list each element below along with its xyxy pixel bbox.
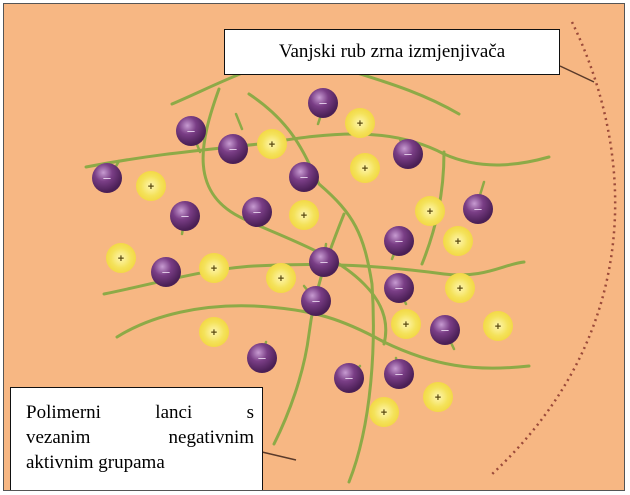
svg-text:+: + (357, 118, 363, 130)
svg-text:+: + (211, 263, 217, 275)
negative-bead: – (308, 88, 338, 118)
svg-text:–: – (441, 322, 449, 337)
negative-bead: – (218, 134, 248, 164)
svg-text:–: – (253, 204, 261, 219)
svg-text:–: – (395, 366, 403, 381)
negative-bead: – (384, 273, 414, 303)
polymer-label-line-3: aktivnim grupama (26, 450, 254, 475)
svg-text:–: – (474, 201, 482, 216)
diagram-frame: – – – – – – – – – – – – – – – – – – + + … (3, 3, 625, 491)
polymer-label-line-1: Polimerni lanci s (26, 400, 254, 425)
svg-text:+: + (403, 319, 409, 331)
svg-text:–: – (404, 146, 412, 161)
positive-bead: + (266, 263, 296, 293)
negative-bead: – (92, 163, 122, 193)
outer-edge-label: Vanjski rub zrna izmjenjivača (279, 41, 505, 62)
svg-text:–: – (258, 350, 266, 365)
positive-bead: + (369, 397, 399, 427)
negative-bead: – (170, 201, 200, 231)
polymer-chain-label-box: Polimerni lanci s vezanim negativnim akt… (10, 387, 263, 491)
positive-bead: + (350, 153, 380, 183)
polymer-label-word: vezanim (26, 425, 90, 450)
negative-bead: – (242, 197, 272, 227)
positive-bead: + (199, 317, 229, 347)
positive-bead: + (423, 382, 453, 412)
svg-text:–: – (395, 280, 403, 295)
negative-bead: – (334, 363, 364, 393)
negative-bead: – (301, 286, 331, 316)
svg-text:+: + (381, 407, 387, 419)
negative-bead: – (176, 116, 206, 146)
svg-text:–: – (187, 123, 195, 138)
outer-edge-label-box: Vanjski rub zrna izmjenjivača (224, 29, 560, 75)
polymer-label-word: Polimerni (26, 400, 101, 425)
svg-text:–: – (181, 208, 189, 223)
negative-bead: – (463, 194, 493, 224)
svg-text:+: + (435, 392, 441, 404)
svg-text:+: + (457, 283, 463, 295)
polymer-label-word: lanci (155, 400, 192, 425)
polymer-label-word: s (247, 400, 254, 425)
positive-bead: + (106, 243, 136, 273)
positive-bead: + (345, 108, 375, 138)
svg-text:+: + (211, 327, 217, 339)
negative-bead: – (289, 162, 319, 192)
positive-bead: + (257, 129, 287, 159)
svg-text:–: – (229, 141, 237, 156)
svg-text:–: – (320, 254, 328, 269)
svg-text:–: – (300, 169, 308, 184)
negative-bead: – (384, 226, 414, 256)
positive-bead: + (445, 273, 475, 303)
svg-text:+: + (495, 321, 501, 333)
positive-bead: + (289, 200, 319, 230)
polymer-label-word: negativnim (169, 425, 254, 450)
negative-bead: – (151, 257, 181, 287)
svg-text:+: + (301, 210, 307, 222)
svg-text:–: – (312, 293, 320, 308)
negative-bead: – (430, 315, 460, 345)
positive-bead: + (199, 253, 229, 283)
svg-text:+: + (455, 236, 461, 248)
svg-text:–: – (345, 370, 353, 385)
negative-bead: – (384, 359, 414, 389)
svg-text:+: + (269, 139, 275, 151)
svg-text:–: – (162, 264, 170, 279)
svg-text:–: – (395, 233, 403, 248)
negative-bead: – (393, 139, 423, 169)
svg-text:–: – (103, 170, 111, 185)
positive-bead: + (391, 309, 421, 339)
svg-text:+: + (148, 181, 154, 193)
svg-text:+: + (278, 273, 284, 285)
svg-text:–: – (319, 95, 327, 110)
positive-bead: + (443, 226, 473, 256)
negative-bead: – (309, 247, 339, 277)
negative-bead: – (247, 343, 277, 373)
svg-text:+: + (118, 253, 124, 265)
positive-bead: + (415, 196, 445, 226)
positive-bead: + (136, 171, 166, 201)
positive-bead: + (483, 311, 513, 341)
svg-text:+: + (362, 163, 368, 175)
svg-text:+: + (427, 206, 433, 218)
polymer-label-line-2: vezanim negativnim (26, 425, 254, 450)
